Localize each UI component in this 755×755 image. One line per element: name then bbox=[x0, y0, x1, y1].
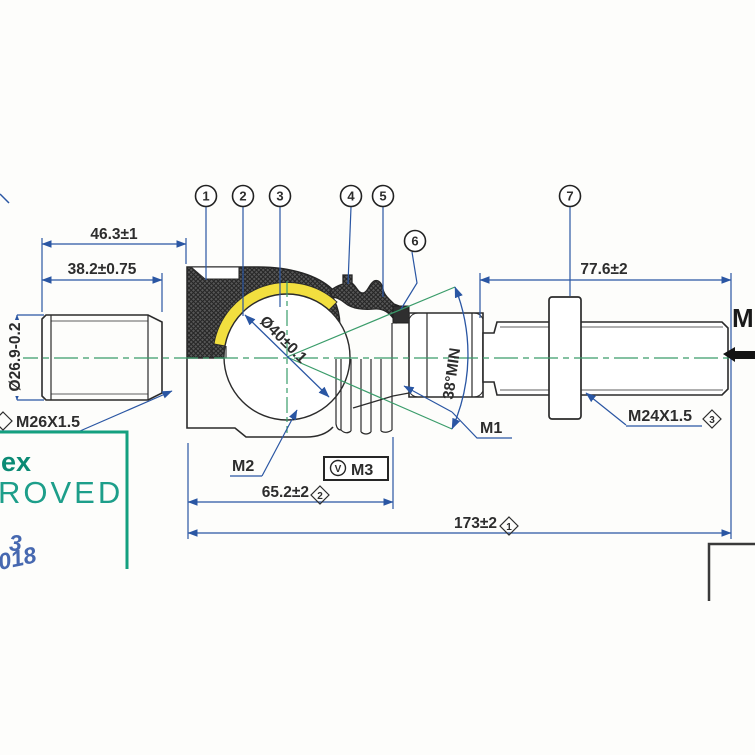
balloons: 1 2 3 4 5 6 7 bbox=[194, 184, 582, 253]
dim-od-label: Ø26.9-0.2 bbox=[7, 323, 24, 392]
dim-173-label: 173±2 bbox=[454, 515, 497, 532]
view-marker-letter: M bbox=[732, 303, 754, 333]
dim-46-label: 46.3±1 bbox=[90, 226, 138, 243]
dim-65-label: 65.2±2 bbox=[262, 484, 309, 501]
thread-right-label: M24X1.5 bbox=[628, 408, 692, 425]
balloon-6: 6 bbox=[403, 229, 427, 253]
coating-symbol-glyph: V bbox=[335, 464, 342, 475]
dim-173-flag-diamond bbox=[499, 516, 519, 536]
ref-m1-label: M1 bbox=[480, 420, 502, 437]
dim-38-label: 38.2±0.75 bbox=[68, 261, 137, 278]
ball-diameter-line bbox=[244, 314, 330, 398]
thread-left-leader bbox=[79, 390, 173, 432]
rubber-boot bbox=[329, 274, 410, 435]
thread-minor-lines bbox=[500, 326, 723, 391]
balloon-7: 7 bbox=[558, 184, 582, 208]
thread-right-flag: 3 bbox=[709, 415, 715, 426]
clipped-leader-mark bbox=[0, 193, 10, 204]
stamp-handwritten-note-2: 018 bbox=[0, 541, 39, 574]
thread-right-leader bbox=[585, 392, 627, 426]
view-direction-marker: M bbox=[723, 303, 755, 362]
thread-left-flag-diamond bbox=[0, 411, 13, 431]
balloon-7-number: 7 bbox=[566, 189, 573, 204]
balloon-leaders bbox=[205, 206, 571, 316]
dimensions bbox=[13, 238, 732, 539]
balloon-4: 4 bbox=[339, 184, 363, 208]
balloon-2-number: 2 bbox=[239, 189, 246, 204]
ref-m3-box: V M3 bbox=[323, 456, 389, 481]
ref-m3-label: M3 bbox=[351, 462, 373, 479]
dim-od-label-mask bbox=[5, 320, 23, 396]
boot-lower-convolutions bbox=[335, 323, 393, 435]
balloon-3: 3 bbox=[268, 184, 292, 208]
stamp-approved-fragment: ROVED bbox=[0, 475, 123, 510]
dim-173-flag: 1 bbox=[506, 522, 512, 533]
balloon-5-number: 5 bbox=[379, 189, 386, 204]
title-block-corner bbox=[707, 542, 755, 601]
ref-m2-label: M2 bbox=[232, 458, 254, 475]
thread-right-flag-diamond bbox=[702, 409, 722, 429]
angle-arc bbox=[451, 286, 469, 430]
balloon-5: 5 bbox=[371, 184, 395, 208]
balloon-1: 1 bbox=[194, 184, 218, 208]
coating-symbol-icon bbox=[329, 459, 347, 477]
hex-flats bbox=[426, 313, 473, 397]
housing-lower-outline bbox=[186, 358, 334, 438]
reference-labels: M1 M2 V M3 bbox=[230, 385, 512, 481]
hex-chamfers bbox=[408, 312, 484, 398]
dim-65-flag-diamond bbox=[310, 485, 330, 505]
housing-top-chamfer bbox=[189, 266, 240, 280]
approval-stamp: ex ROVED 3 018 bbox=[0, 430, 129, 575]
balloon-4-number: 4 bbox=[347, 189, 355, 204]
balloon-3-number: 3 bbox=[276, 189, 283, 204]
stamp-logo-fragment: ex bbox=[1, 447, 31, 477]
balloon-2: 2 bbox=[231, 184, 255, 208]
balloon-6-number: 6 bbox=[411, 234, 418, 249]
stamp-border bbox=[0, 430, 129, 569]
balloon-1-number: 1 bbox=[202, 189, 209, 204]
ref-m1-leader bbox=[403, 385, 453, 413]
dim-65-flag: 2 bbox=[317, 491, 323, 502]
dimension-labels: 46.3±1 38.2±0.75 77.6±2 65.2±2 2 173±2 1… bbox=[5, 226, 628, 536]
stamp-handwritten-note-1: 3 bbox=[9, 530, 22, 556]
thread-left-label: M26X1.5 bbox=[16, 414, 80, 431]
dim-77-label: 77.6±2 bbox=[580, 261, 627, 278]
view-direction-arrow-icon bbox=[723, 347, 755, 362]
ref-m2-leader bbox=[261, 409, 298, 477]
